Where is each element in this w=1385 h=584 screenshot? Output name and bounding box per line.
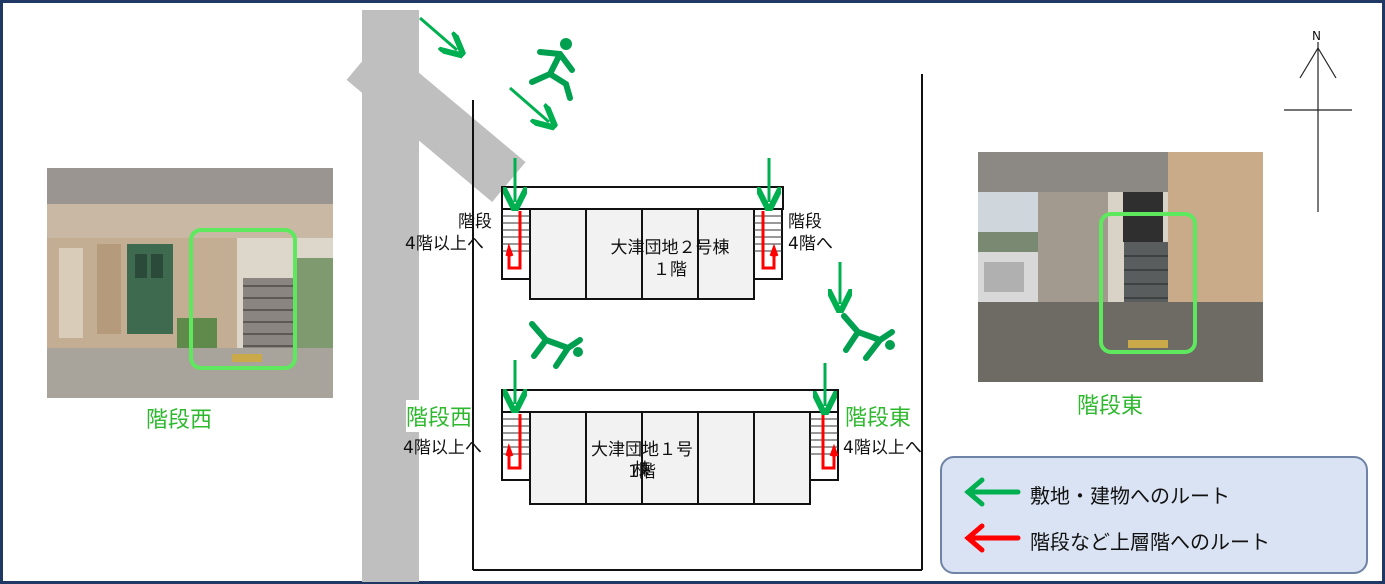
legend-stair-route-label: 階段など上層階へのルート: [1030, 530, 1270, 554]
b2-west-stair-label: 階段: [458, 212, 492, 232]
site-route-green: [419, 16, 840, 406]
stair-route-red: [505, 211, 839, 470]
east-photo-caption: 階段東: [1077, 394, 1144, 419]
road-corner: [362, 10, 419, 50]
running-figure-icon: [529, 38, 575, 101]
north-compass-icon: [1284, 42, 1352, 212]
b2-west-stair-dest: 4階以上へ: [405, 234, 484, 254]
west-stair-photo: [47, 168, 333, 398]
building-2-floor: １階: [653, 260, 687, 280]
b1-west-stair-dest: 4階以上へ: [403, 438, 482, 458]
b2-east-stair-label: 階段: [788, 212, 822, 232]
building-1-name: 大津団地１号棟: [591, 440, 693, 480]
west-photo-caption: 階段西: [146, 408, 213, 433]
b1-east-stair-name: 階段東: [845, 406, 912, 431]
legend-site-route-label: 敷地・建物へのルート: [1030, 484, 1230, 508]
site-boundary: [472, 74, 923, 571]
b1-east-stair-dest: 4階以上へ: [843, 438, 922, 458]
b1-west-stair-name: 階段西: [406, 400, 473, 432]
building-2-name: 大津団地２号棟: [610, 238, 730, 258]
stair-hatching: [502, 215, 838, 455]
north-label: N: [1312, 29, 1321, 43]
running-figure-icon: [529, 321, 583, 369]
b2-east-stair-dest: 4階へ: [788, 234, 833, 254]
running-figure-icon: [841, 313, 895, 361]
east-stair-photo: [978, 152, 1263, 382]
building-1-floor: 1階: [628, 462, 656, 482]
route-legend: [940, 456, 1368, 574]
